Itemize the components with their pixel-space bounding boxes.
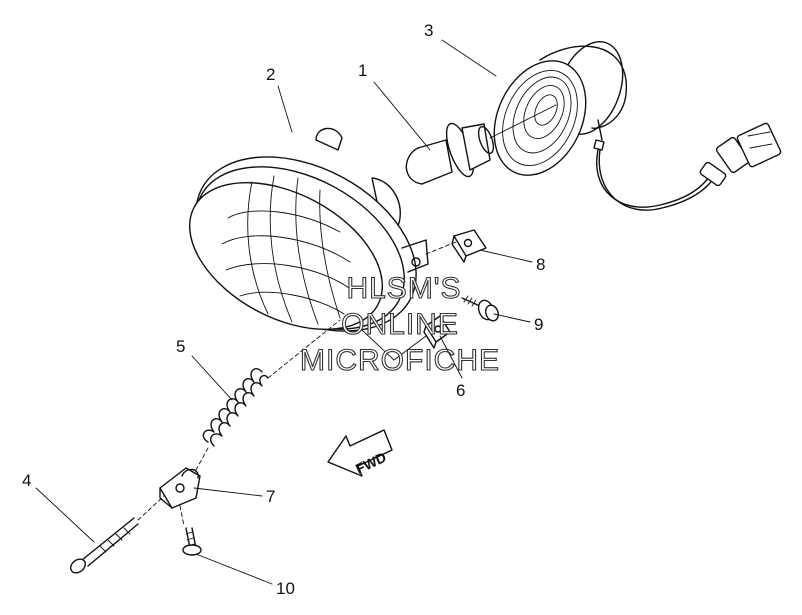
leader-8 bbox=[479, 249, 533, 263]
leader-4 bbox=[35, 487, 95, 543]
callout-5: 5 bbox=[176, 337, 185, 356]
watermark: HLSM'S ONLINE MICROFICHE bbox=[299, 271, 500, 377]
callout-3: 3 bbox=[424, 21, 433, 40]
leader-7 bbox=[193, 487, 263, 497]
part-screw-9 bbox=[461, 295, 499, 322]
lens-pattern bbox=[221, 175, 353, 325]
watermark-line1: HLSM'S bbox=[346, 272, 461, 305]
part-bracket-nut-6 bbox=[361, 315, 451, 361]
part-screw-10 bbox=[182, 527, 202, 556]
part-spring-5 bbox=[202, 319, 341, 447]
leader-1 bbox=[373, 81, 431, 151]
leader-lines bbox=[35, 39, 533, 585]
callout-numbers: 1 2 3 4 5 6 7 8 9 10 bbox=[22, 21, 545, 598]
leader-10 bbox=[195, 553, 273, 585]
leader-6 bbox=[439, 335, 463, 379]
watermark-line3: MICROFICHE bbox=[300, 344, 500, 377]
callout-10: 10 bbox=[276, 579, 295, 598]
callout-2: 2 bbox=[266, 65, 275, 84]
part-headlight-housing bbox=[188, 127, 429, 332]
callout-8: 8 bbox=[536, 255, 545, 274]
callout-7: 7 bbox=[266, 487, 275, 506]
leader-3 bbox=[441, 39, 497, 77]
callout-6: 6 bbox=[456, 381, 465, 400]
callout-1: 1 bbox=[358, 61, 367, 80]
leader-5 bbox=[191, 355, 233, 401]
callout-9: 9 bbox=[534, 315, 543, 334]
part-adjuster-bracket-7 bbox=[159, 447, 209, 527]
leader-2 bbox=[277, 85, 293, 133]
part-wire-harness bbox=[596, 122, 782, 211]
part-clip-nut-8 bbox=[425, 229, 487, 263]
part-socket-boot bbox=[493, 41, 627, 176]
fwd-direction-arrow: FWD bbox=[327, 429, 393, 477]
part-bulb bbox=[405, 104, 557, 185]
leader-9 bbox=[493, 313, 531, 323]
part-adjusting-bolt-4 bbox=[69, 495, 165, 574]
watermark-line2: ONLINE bbox=[341, 308, 459, 341]
callout-4: 4 bbox=[22, 471, 31, 490]
